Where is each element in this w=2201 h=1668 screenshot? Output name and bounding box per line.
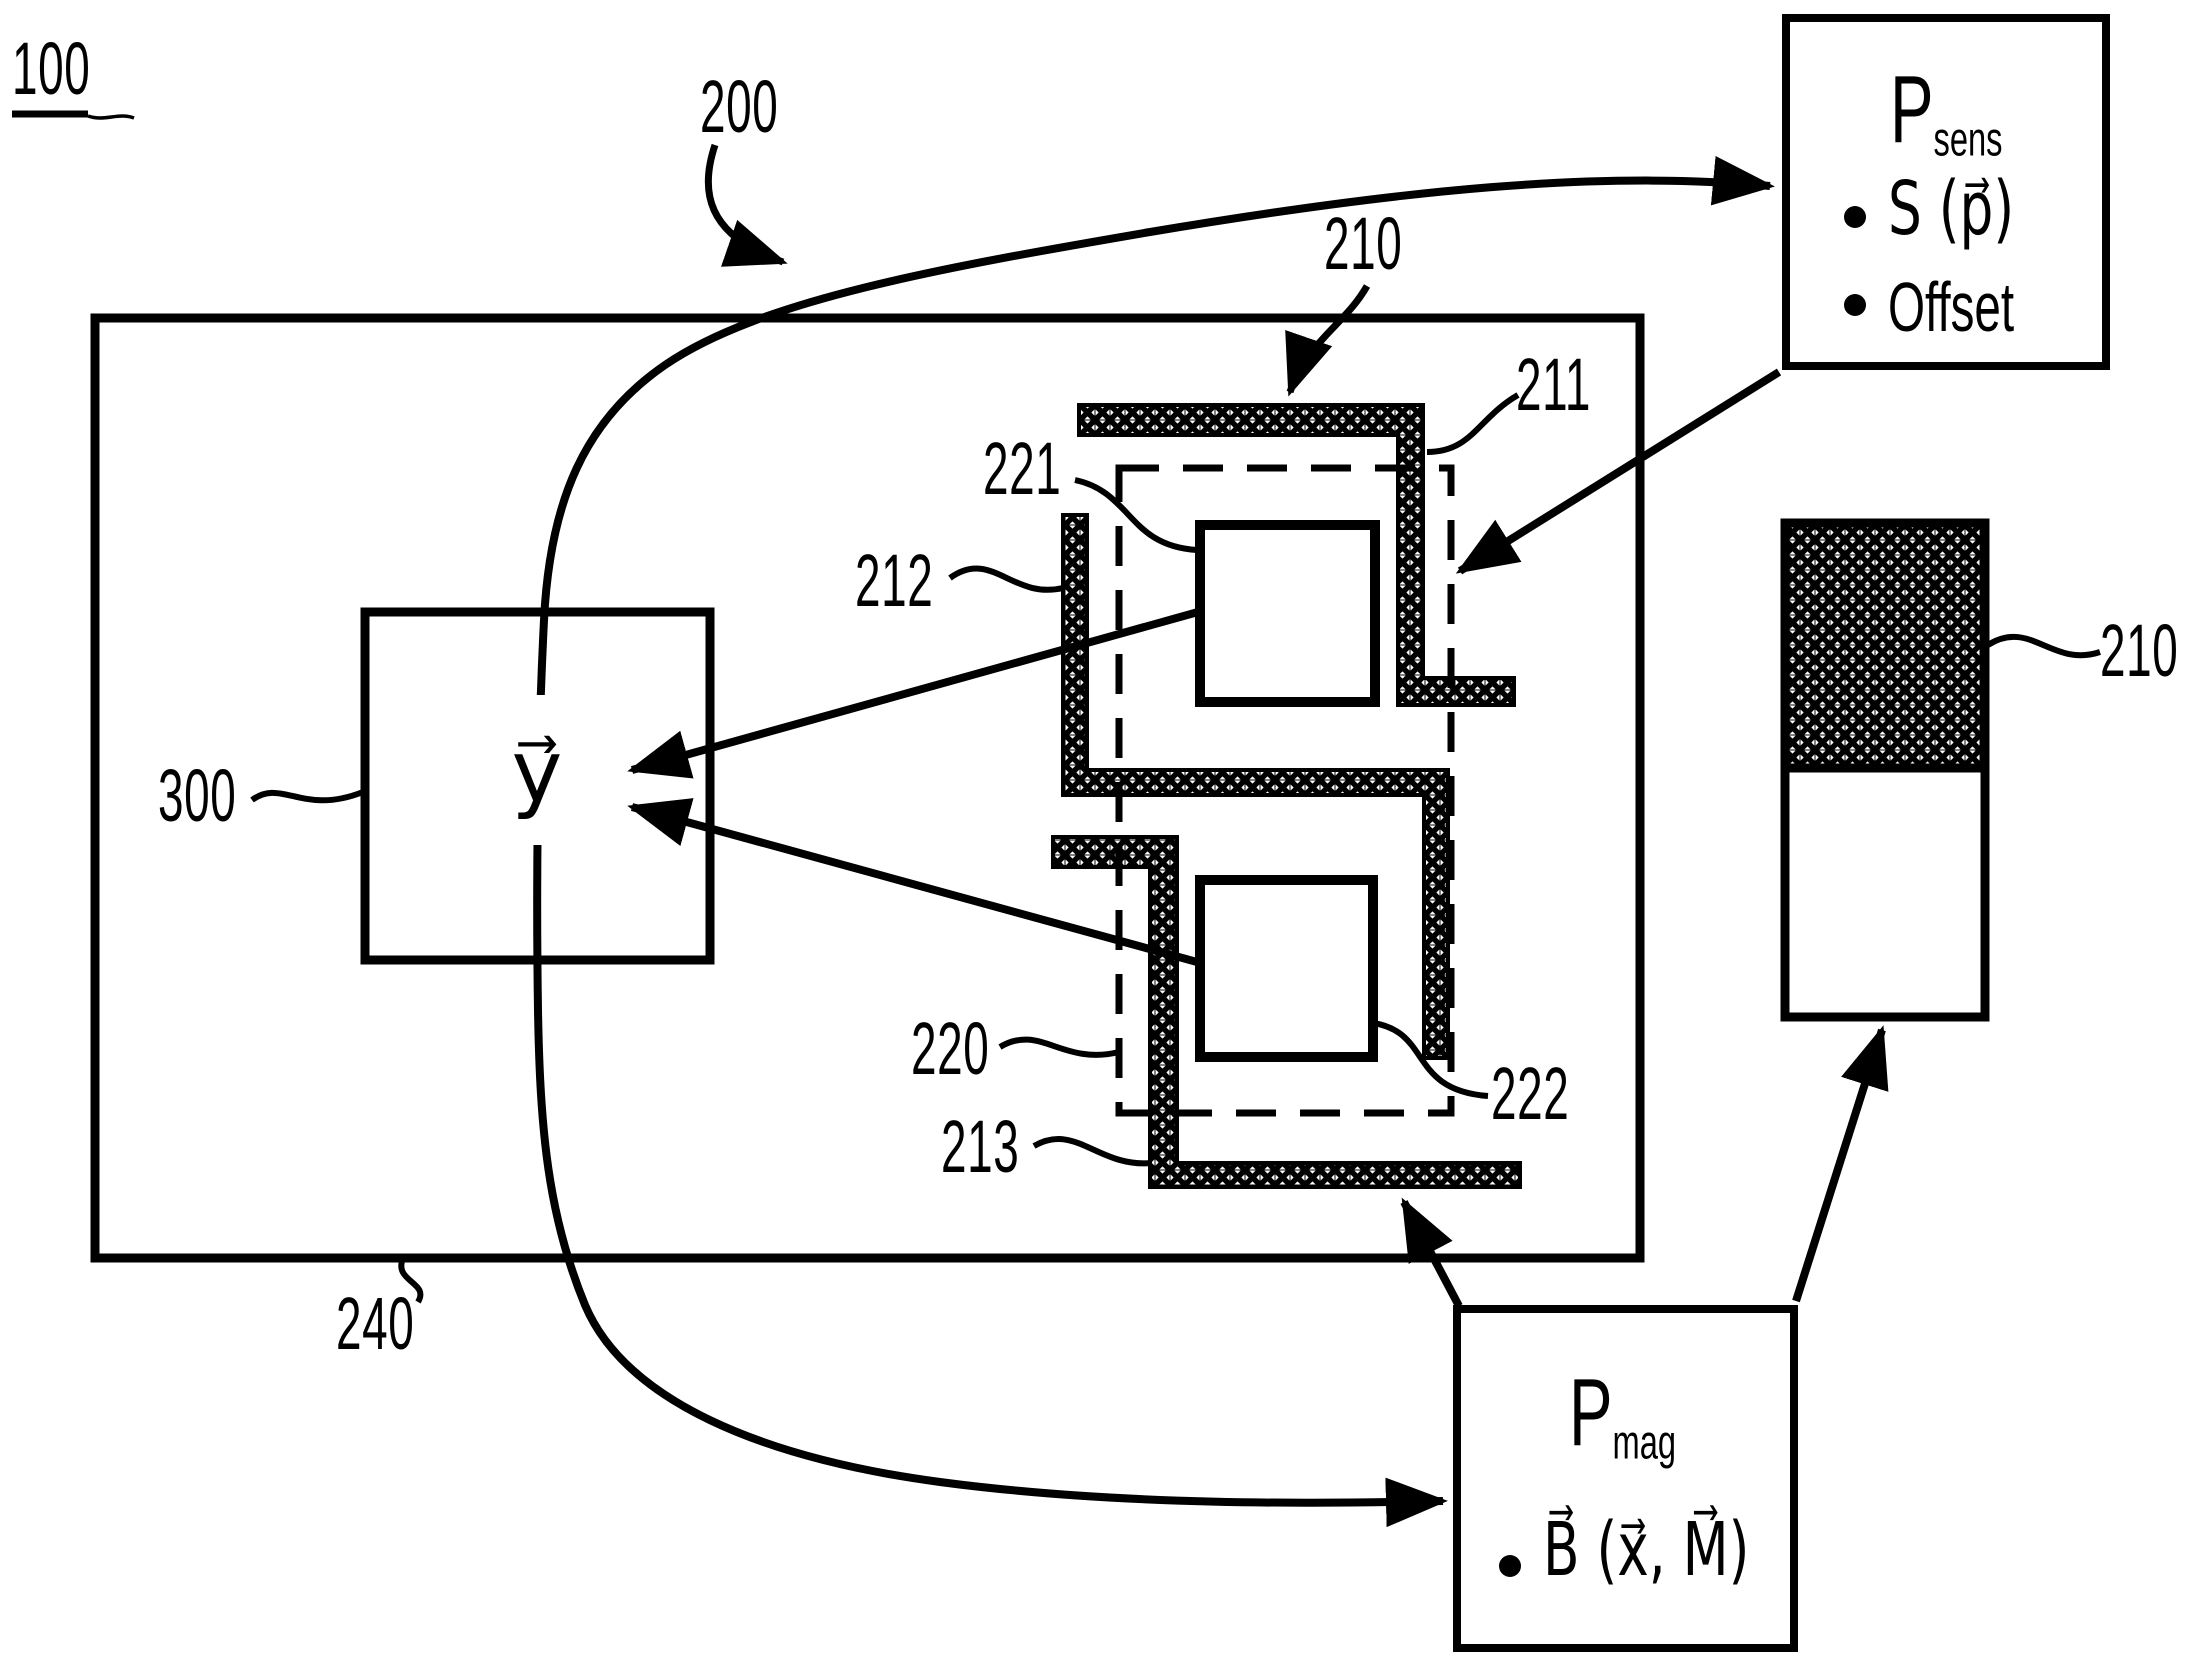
pmag-item-row: B⃗ (x⃗, M⃗) [1499, 1513, 1830, 1587]
leader-220 [998, 1036, 1120, 1058]
label-213: 213 [941, 1105, 1020, 1188]
leader-213 [1032, 1136, 1153, 1167]
label-210-right: 210 [2100, 609, 2179, 692]
label-211: 211 [1516, 343, 1592, 426]
leader-211 [1426, 392, 1520, 455]
label-220: 220 [911, 1007, 990, 1090]
psens-title-sub: sens [1933, 113, 2003, 167]
bullet-icon [1499, 1555, 1521, 1577]
label-240: 240 [336, 1282, 415, 1365]
psens-title-main: P [1890, 56, 1934, 163]
psens-item-sensitivity: S (p⃗) [1888, 166, 2015, 252]
psens-item-row: Offset [1844, 272, 2073, 342]
pmag-item-field: B⃗ (x⃗, M⃗) [1543, 1507, 1750, 1593]
leader-221 [1074, 477, 1198, 553]
sensor-element-222 [1195, 875, 1378, 1062]
arrow-pmag-to-conductor [1400, 1197, 1463, 1308]
bullet-icon [1844, 294, 1866, 316]
arrow-psens-to-region [1455, 368, 1782, 575]
figure-number-underline-tail [87, 114, 135, 120]
arrow-222-to-y [627, 798, 1199, 966]
pmag-title: Pmag [1569, 1365, 1676, 1467]
psens-title: Psens [1890, 62, 2002, 164]
leader-212 [948, 565, 1064, 593]
label-222: 222 [1491, 1052, 1570, 1135]
arrow-pmag-to-magnet-bar [1792, 1025, 1889, 1303]
label-210-top: 210 [1324, 202, 1403, 285]
pmag-box: Pmag B⃗ (x⃗, M⃗) [1453, 1305, 1798, 1652]
y-vector-symbol: y⃗ [472, 695, 602, 845]
arrow-221-to-y [627, 608, 1200, 779]
label-300: 300 [158, 754, 237, 837]
psens-box: Psens S (p⃗) Offset [1782, 14, 2110, 370]
leader-200 [704, 143, 788, 267]
leader-210-top [1285, 284, 1371, 397]
magnet-bar-210-hatched-part [1780, 518, 1990, 773]
bullet-icon [1844, 206, 1866, 228]
psens-item-row: S (p⃗) [1844, 172, 2063, 246]
leader-300 [250, 789, 365, 804]
leader-210-right [1986, 633, 2101, 659]
sensor-element-221 [1195, 520, 1380, 707]
label-212: 212 [855, 539, 934, 622]
pmag-title-sub: mag [1612, 1416, 1677, 1470]
pmag-title-main: P [1569, 1359, 1613, 1466]
label-221: 221 [983, 427, 1062, 510]
label-200: 200 [700, 65, 779, 148]
psens-item-offset: Offset [1888, 268, 2015, 346]
leader-240 [398, 1256, 424, 1304]
leader-222 [1372, 1020, 1489, 1099]
label-100: 100 [12, 27, 91, 110]
